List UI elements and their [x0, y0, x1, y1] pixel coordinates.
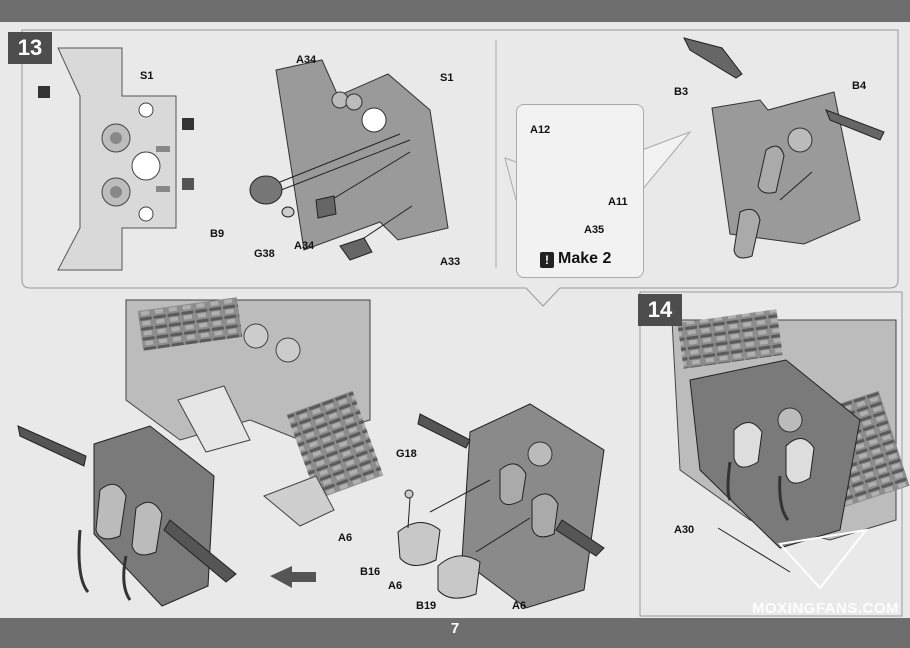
- make2-box: [516, 104, 644, 278]
- callout-a12: A12: [530, 124, 551, 136]
- hull-assembly-left: [17, 297, 384, 607]
- plate-exhaust-drawing: [683, 37, 885, 259]
- callout-g38: G38: [254, 248, 275, 260]
- callout-b9: B9: [210, 228, 225, 240]
- rear-plate-exploded: [249, 59, 449, 261]
- callout-s1: S1: [440, 72, 454, 84]
- callout-a30: A30: [674, 524, 695, 536]
- hull-assembly-right: [671, 309, 910, 590]
- hull-plate-drawing: [38, 47, 194, 271]
- callout-a34: A34: [296, 54, 317, 66]
- make2-callout-tail: [641, 130, 692, 191]
- callout-b4: B4: [852, 80, 867, 92]
- drill-hole-icon: [38, 86, 50, 98]
- callout-b19: B19: [416, 600, 437, 612]
- step-14-badge: 14: [638, 294, 682, 326]
- callout-a6: A6: [388, 580, 403, 592]
- callout-a35: A35: [584, 224, 605, 236]
- callout-a6: A6: [338, 532, 353, 544]
- callout-a33: A33: [440, 256, 461, 268]
- bottom-bar: [0, 618, 910, 648]
- callout-b16: B16: [360, 566, 381, 578]
- left-arrow-icon: [270, 566, 316, 588]
- page-number: 7: [450, 620, 460, 637]
- make2-label: Make 2: [558, 250, 612, 267]
- watermark-text: MOXINGFANS.COM: [752, 600, 900, 617]
- callout-s1: S1: [140, 70, 154, 82]
- make2-pointer: [504, 157, 517, 201]
- callout-a11: A11: [608, 196, 628, 208]
- callout-g18: G18: [396, 448, 417, 460]
- callout-a6: A6: [512, 600, 527, 612]
- exclamation-icon: !: [540, 252, 554, 268]
- watermark-logo: [778, 528, 869, 590]
- top-bar: [0, 0, 910, 22]
- exploded-plate-middle: [397, 403, 605, 609]
- step13-frame: [21, 29, 899, 307]
- step-13-badge: 13: [8, 32, 52, 64]
- callout-b3: B3: [674, 86, 689, 98]
- callout-a34: A34: [294, 240, 315, 252]
- a30-leader: [717, 527, 791, 573]
- step14-frame: [639, 291, 903, 617]
